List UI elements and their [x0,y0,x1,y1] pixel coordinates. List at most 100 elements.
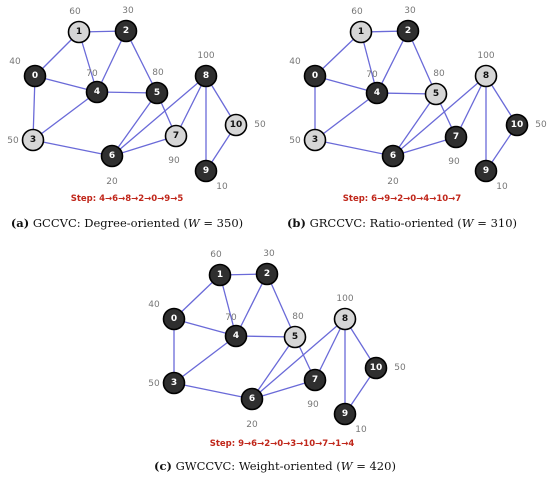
node-9-label: 9 [203,166,209,176]
panel-c-step: Step: 9→6→2→0→3→10→7→1→4 [210,439,355,449]
node-8 [474,64,498,88]
node-4-label: 4 [94,87,100,97]
node-10-weight: 50 [394,363,406,373]
node-5 [424,82,448,106]
node-1 [208,263,232,287]
panel-a-caption: (a) GCCVC: Degree-oriented (W = 350) [11,216,243,230]
node-0-label: 0 [171,314,177,324]
node-5-label: 5 [292,332,298,342]
node-1-weight: 60 [351,7,363,17]
node-0-weight: 40 [289,57,301,67]
node-2-label: 2 [405,26,411,36]
node-6-weight: 20 [387,177,399,187]
node-9-weight: 10 [216,182,228,192]
edge-7-8 [455,75,487,138]
node-3-weight: 50 [289,136,301,146]
node-2 [255,262,279,286]
node-10 [364,356,388,380]
node-1-label: 1 [358,27,364,37]
node-7 [444,125,468,149]
edge-3-6 [32,139,113,157]
node-7 [303,368,327,392]
node-3 [21,128,45,152]
edge-6-8 [392,75,487,157]
node-4 [224,324,248,348]
edge-5-6 [111,92,158,157]
node-8 [333,307,357,331]
node-2-weight: 30 [122,6,134,16]
node-9-weight: 10 [496,182,508,192]
node-2-weight: 30 [404,6,416,16]
node-4-weight: 70 [86,69,98,79]
node-3-weight: 50 [7,136,19,146]
node-4-weight: 70 [366,70,378,80]
node-10-label: 10 [370,363,383,373]
edge-2-5 [266,273,296,338]
node-10-weight: 50 [254,120,266,130]
edge-2-4 [235,273,268,337]
edge-3-6 [314,139,394,157]
node-0-weight: 40 [148,300,160,310]
node-10-label: 10 [230,120,243,130]
node-3-label: 3 [171,378,177,388]
node-1-label: 1 [76,27,82,37]
node-0 [303,64,327,88]
node-0-weight: 40 [9,57,21,67]
node-9 [194,159,218,183]
node-8 [194,64,218,88]
node-10 [224,113,248,137]
node-5 [283,325,307,349]
edge-6-8 [251,318,346,400]
node-6-weight: 20 [246,420,258,430]
node-1-weight: 60 [69,7,81,17]
node-5-weight: 80 [433,69,445,79]
node-5-weight: 80 [292,312,304,322]
edge-3-6 [173,382,253,400]
node-6-label: 6 [109,151,115,161]
node-9-weight: 10 [355,425,367,435]
node-3-weight: 50 [148,379,160,389]
node-7-weight: 90 [307,400,319,410]
node-6-weight: 20 [106,177,118,187]
node-2-weight: 30 [263,249,275,259]
node-4-label: 4 [233,331,239,341]
node-8-label: 8 [483,71,489,81]
node-7-weight: 90 [168,156,180,166]
edge-3-4 [32,91,98,141]
node-6-label: 6 [249,394,255,404]
edge-5-6 [251,336,296,400]
node-2 [114,19,138,43]
node-6 [381,144,405,168]
edge-5-6 [392,93,437,157]
node-1 [67,20,91,44]
panel-a-step: Step: 4→6→8→2→0→9→5 [71,194,184,204]
node-0-label: 0 [312,71,318,81]
node-5-label: 5 [154,88,160,98]
node-0-label: 0 [32,71,38,81]
edge-7-8 [314,318,346,381]
node-6 [240,387,264,411]
node-2-label: 2 [123,26,129,36]
node-3-label: 3 [312,135,318,145]
node-1 [349,20,373,44]
node-0 [23,64,47,88]
node-0 [162,307,186,331]
edge-3-4 [314,92,378,141]
node-8-label: 8 [203,71,209,81]
node-5-weight: 80 [152,68,164,78]
node-7-label: 7 [173,131,179,141]
node-4 [85,80,109,104]
node-10-label: 10 [511,120,524,130]
node-9 [333,402,357,426]
node-7-label: 7 [312,375,318,385]
edge-3-4 [173,335,237,384]
node-4-weight: 70 [225,313,237,323]
node-7-label: 7 [453,132,459,142]
node-2 [396,19,420,43]
edge-2-5 [125,30,158,94]
node-3 [162,371,186,395]
node-5 [145,81,169,105]
